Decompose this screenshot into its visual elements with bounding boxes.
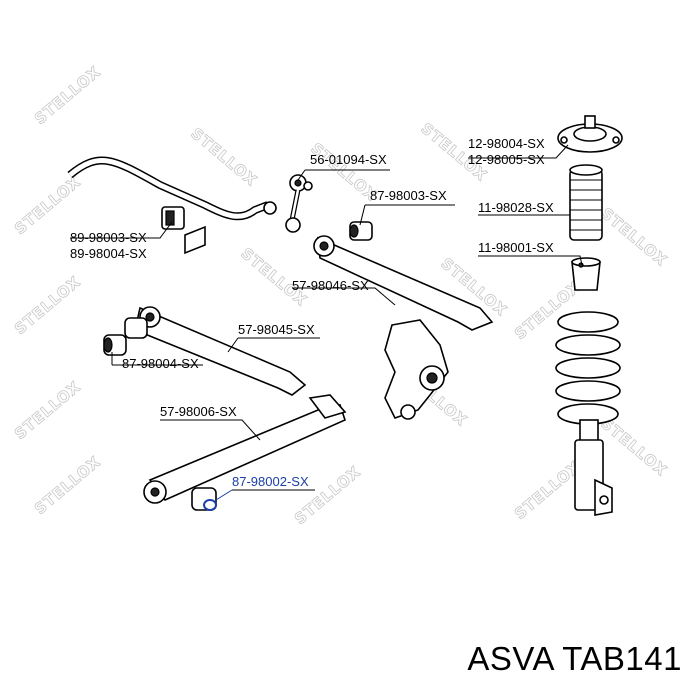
arm-middle bbox=[124, 306, 307, 396]
knuckle bbox=[384, 319, 449, 420]
watermark-text: STELLOX bbox=[187, 124, 260, 190]
bushing-upper bbox=[349, 221, 373, 241]
bump-stop bbox=[571, 257, 601, 291]
shock-absorber bbox=[574, 419, 613, 516]
label-stabilizer-bushing-b[interactable]: 89-98004-SX bbox=[70, 246, 147, 261]
dust-boot bbox=[569, 164, 603, 241]
label-arm-middle[interactable]: 57-98045-SX bbox=[238, 322, 315, 337]
watermark-text: STELLOX bbox=[291, 462, 364, 528]
label-bushing-lower[interactable]: 87-98002-SX bbox=[232, 474, 309, 489]
label-arm-upper[interactable]: 57-98046-SX bbox=[292, 278, 369, 293]
watermark-text: STELLOX bbox=[11, 172, 84, 238]
watermark-text: STELLOX bbox=[597, 204, 670, 270]
label-bushing-middle[interactable]: 87-98004-SX bbox=[122, 356, 199, 371]
product-caption: ASVA TAB141 bbox=[467, 640, 682, 677]
stabilizer-bar bbox=[67, 156, 277, 255]
arm-upper bbox=[313, 235, 494, 331]
label-mount-b[interactable]: 12-98005-SX bbox=[468, 152, 545, 167]
watermark-text: STELLOX bbox=[31, 452, 104, 518]
label-stabilizer-bushing-a[interactable]: 89-98003-SX bbox=[70, 230, 147, 245]
label-arm-lower[interactable]: 57-98006-SX bbox=[160, 404, 237, 419]
watermark-text: STELLOX bbox=[511, 277, 584, 343]
label-bushing-upper[interactable]: 87-98003-SX bbox=[370, 188, 447, 203]
bushing-lower bbox=[191, 487, 217, 511]
leader-lines bbox=[70, 144, 583, 501]
label-stabilizer-link[interactable]: 56-01094-SX bbox=[310, 152, 387, 167]
arm-lower bbox=[143, 394, 347, 504]
watermark-text: STELLOX bbox=[11, 377, 84, 443]
part-labels: 56-01094-SX 89-98003-SX 89-98004-SX 87-9… bbox=[70, 136, 554, 489]
watermark-text: STELLOX bbox=[597, 414, 670, 480]
label-mount-a[interactable]: 12-98004-SX bbox=[468, 136, 545, 151]
watermark-text: STELLOX bbox=[11, 272, 84, 338]
label-bump-stop[interactable]: 11-98001-SX bbox=[478, 240, 554, 255]
bushing-middle bbox=[103, 334, 127, 356]
label-boot[interactable]: 11-98028-SX bbox=[478, 200, 554, 215]
stabilizer-link bbox=[285, 174, 313, 233]
strut-mount bbox=[557, 115, 623, 153]
watermark-text: STELLOX bbox=[511, 457, 584, 523]
coil-spring bbox=[555, 311, 621, 425]
watermark-text: STELLOX bbox=[31, 62, 104, 128]
